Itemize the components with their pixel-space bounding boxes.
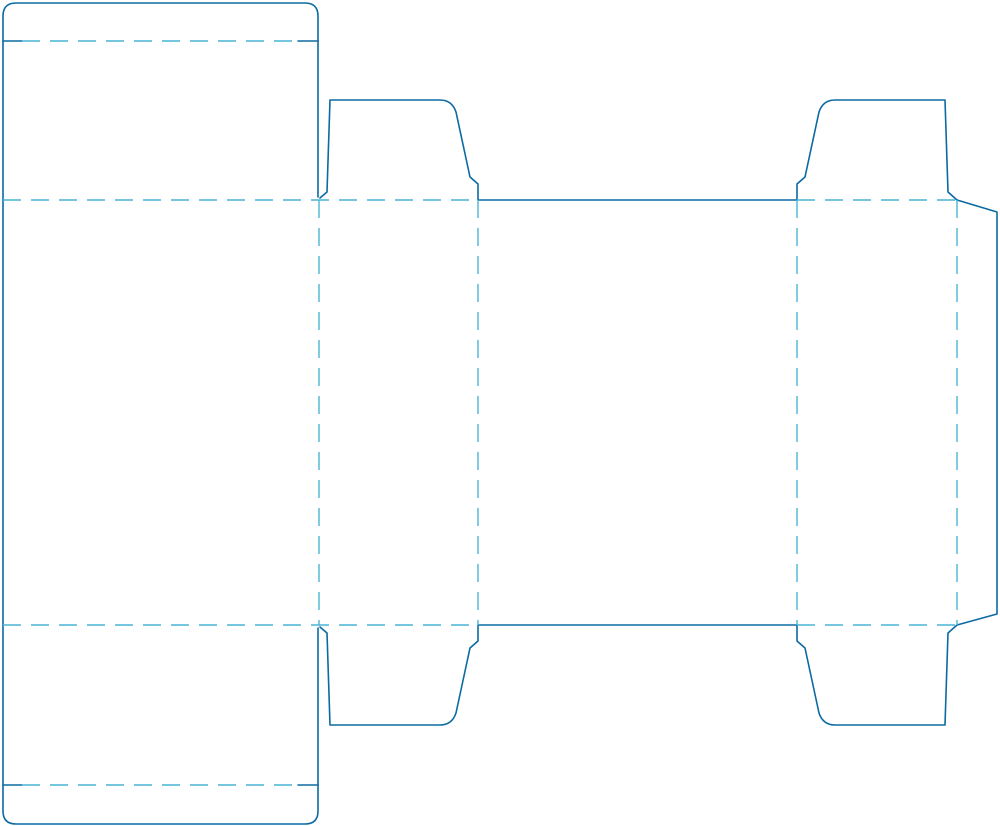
- cut-bottom-flap-1: [319, 625, 479, 726]
- fold-lines: [3, 40, 958, 786]
- cut-bottom-flap-2: [796, 624, 958, 726]
- cut-left-panel: [2, 2, 319, 825]
- cut-glue-flap: [956, 199, 998, 626]
- cut-top-flap-2: [796, 99, 958, 201]
- cut-top-flap-1: [319, 99, 479, 200]
